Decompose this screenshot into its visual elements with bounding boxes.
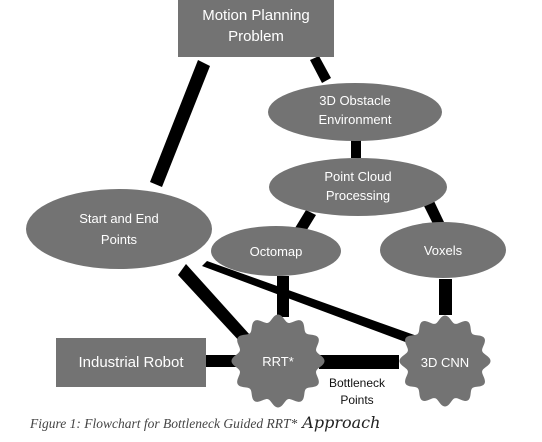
- node-ellipse: [268, 83, 442, 141]
- node-label-line-1: Start and End: [79, 211, 159, 226]
- edge-obstacle-to-pointcloud: [351, 139, 361, 158]
- node-motion-planning-problem: Motion Planning Problem: [178, 0, 334, 57]
- edge-pointcloud-to-voxels: [424, 201, 444, 226]
- edge-label-bottleneck-points: Bottleneck Points: [329, 376, 386, 407]
- node-ellipse: [269, 158, 447, 216]
- node-box: [178, 0, 334, 57]
- node-label-line-2: Processing: [326, 188, 390, 203]
- node-box: [56, 338, 206, 387]
- node-label-line-1: Octomap: [250, 244, 303, 259]
- node-ellipse: [26, 189, 212, 269]
- node-label-line-1: 3D Obstacle: [319, 93, 391, 108]
- node-label-line-2: Problem: [228, 28, 284, 45]
- node-industrial-robot: Industrial Robot: [56, 338, 206, 387]
- edge-motion-to-start: [150, 60, 210, 187]
- node-label-line-1: Motion Planning: [202, 7, 310, 24]
- node-voxels: Voxels: [380, 222, 506, 278]
- edge-start-to-cnn: [202, 261, 420, 346]
- node-label-line-1: Industrial Robot: [78, 354, 184, 371]
- edge-octomap-to-rrt: [277, 276, 289, 317]
- edges: [150, 56, 452, 369]
- node-ellipse: [211, 226, 341, 276]
- edge-start-to-rrt: [178, 264, 250, 344]
- node-label-line-2: Environment: [319, 112, 392, 127]
- node-label-line-2: Points: [101, 232, 138, 247]
- edge-label-line-1: Bottleneck: [329, 376, 386, 390]
- edge-voxels-to-cnn: [439, 279, 452, 315]
- edge-motion-to-obstacle: [310, 56, 331, 83]
- node-label-line-1: Point Cloud: [324, 169, 391, 184]
- node-label-line-1: Voxels: [424, 243, 463, 258]
- figure-caption: Figure 1: Flowchart for Bottleneck Guide…: [30, 413, 542, 432]
- edge-rrt-to-robot: [206, 355, 236, 367]
- node-start-and-end-points: Start and End Points: [26, 189, 212, 269]
- node-ellipse: [380, 222, 506, 278]
- edge-pointcloud-to-octomap: [295, 210, 316, 233]
- node-scalloped-shape: [231, 314, 325, 408]
- node-rrt-star: RRT*: [231, 314, 325, 408]
- node-3d-cnn: 3D CNN: [399, 315, 491, 407]
- edge-label-line-2: Points: [340, 393, 373, 407]
- node-scalloped-shape: [399, 315, 491, 407]
- node-label-line-1: 3D CNN: [421, 355, 469, 370]
- edge-cnn-to-rrt: [319, 355, 399, 369]
- caption-main: Figure 1: Flowchart for Bottleneck Guide…: [30, 416, 298, 431]
- caption-tail: Approach: [297, 413, 381, 432]
- nodes: Motion Planning Problem 3D Obstacle Envi…: [26, 0, 506, 408]
- node-3d-obstacle-environment: 3D Obstacle Environment: [268, 83, 442, 141]
- node-point-cloud-processing: Point Cloud Processing: [269, 158, 447, 216]
- node-label-line-1: RRT*: [262, 354, 294, 369]
- node-octomap: Octomap: [211, 226, 341, 276]
